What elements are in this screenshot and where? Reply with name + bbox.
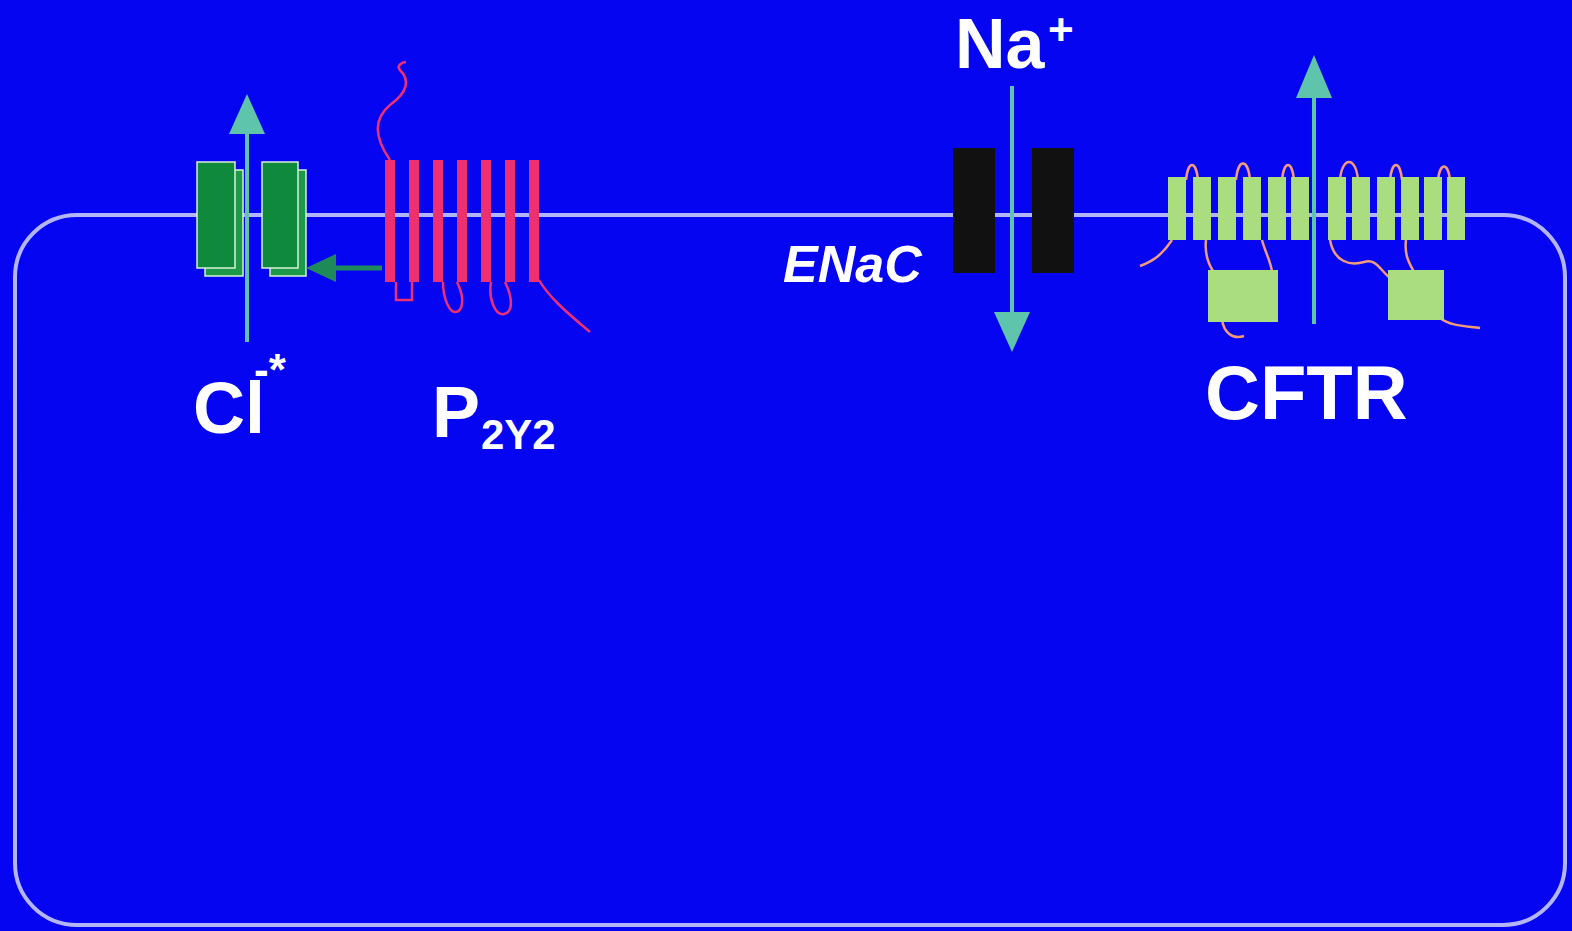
charge-superscript: + bbox=[1048, 8, 1074, 52]
charge-superscript: -* bbox=[254, 348, 286, 392]
receptor-label: P bbox=[432, 376, 480, 448]
p2y2-receptor bbox=[378, 62, 590, 332]
protein-label: CFTR bbox=[1205, 355, 1408, 431]
cftr-flux-arrow bbox=[1296, 55, 1332, 324]
sodium-flux-arrow bbox=[994, 86, 1030, 352]
channel-label: ENaC bbox=[783, 238, 922, 290]
receptor-subscript: 2Y2 bbox=[481, 414, 556, 456]
chloride-flux-arrow bbox=[229, 94, 265, 342]
ion-label: Na bbox=[955, 9, 1044, 79]
cftr-protein bbox=[1140, 162, 1480, 337]
chloride-channel bbox=[197, 162, 306, 276]
activation-arrow bbox=[306, 254, 382, 282]
